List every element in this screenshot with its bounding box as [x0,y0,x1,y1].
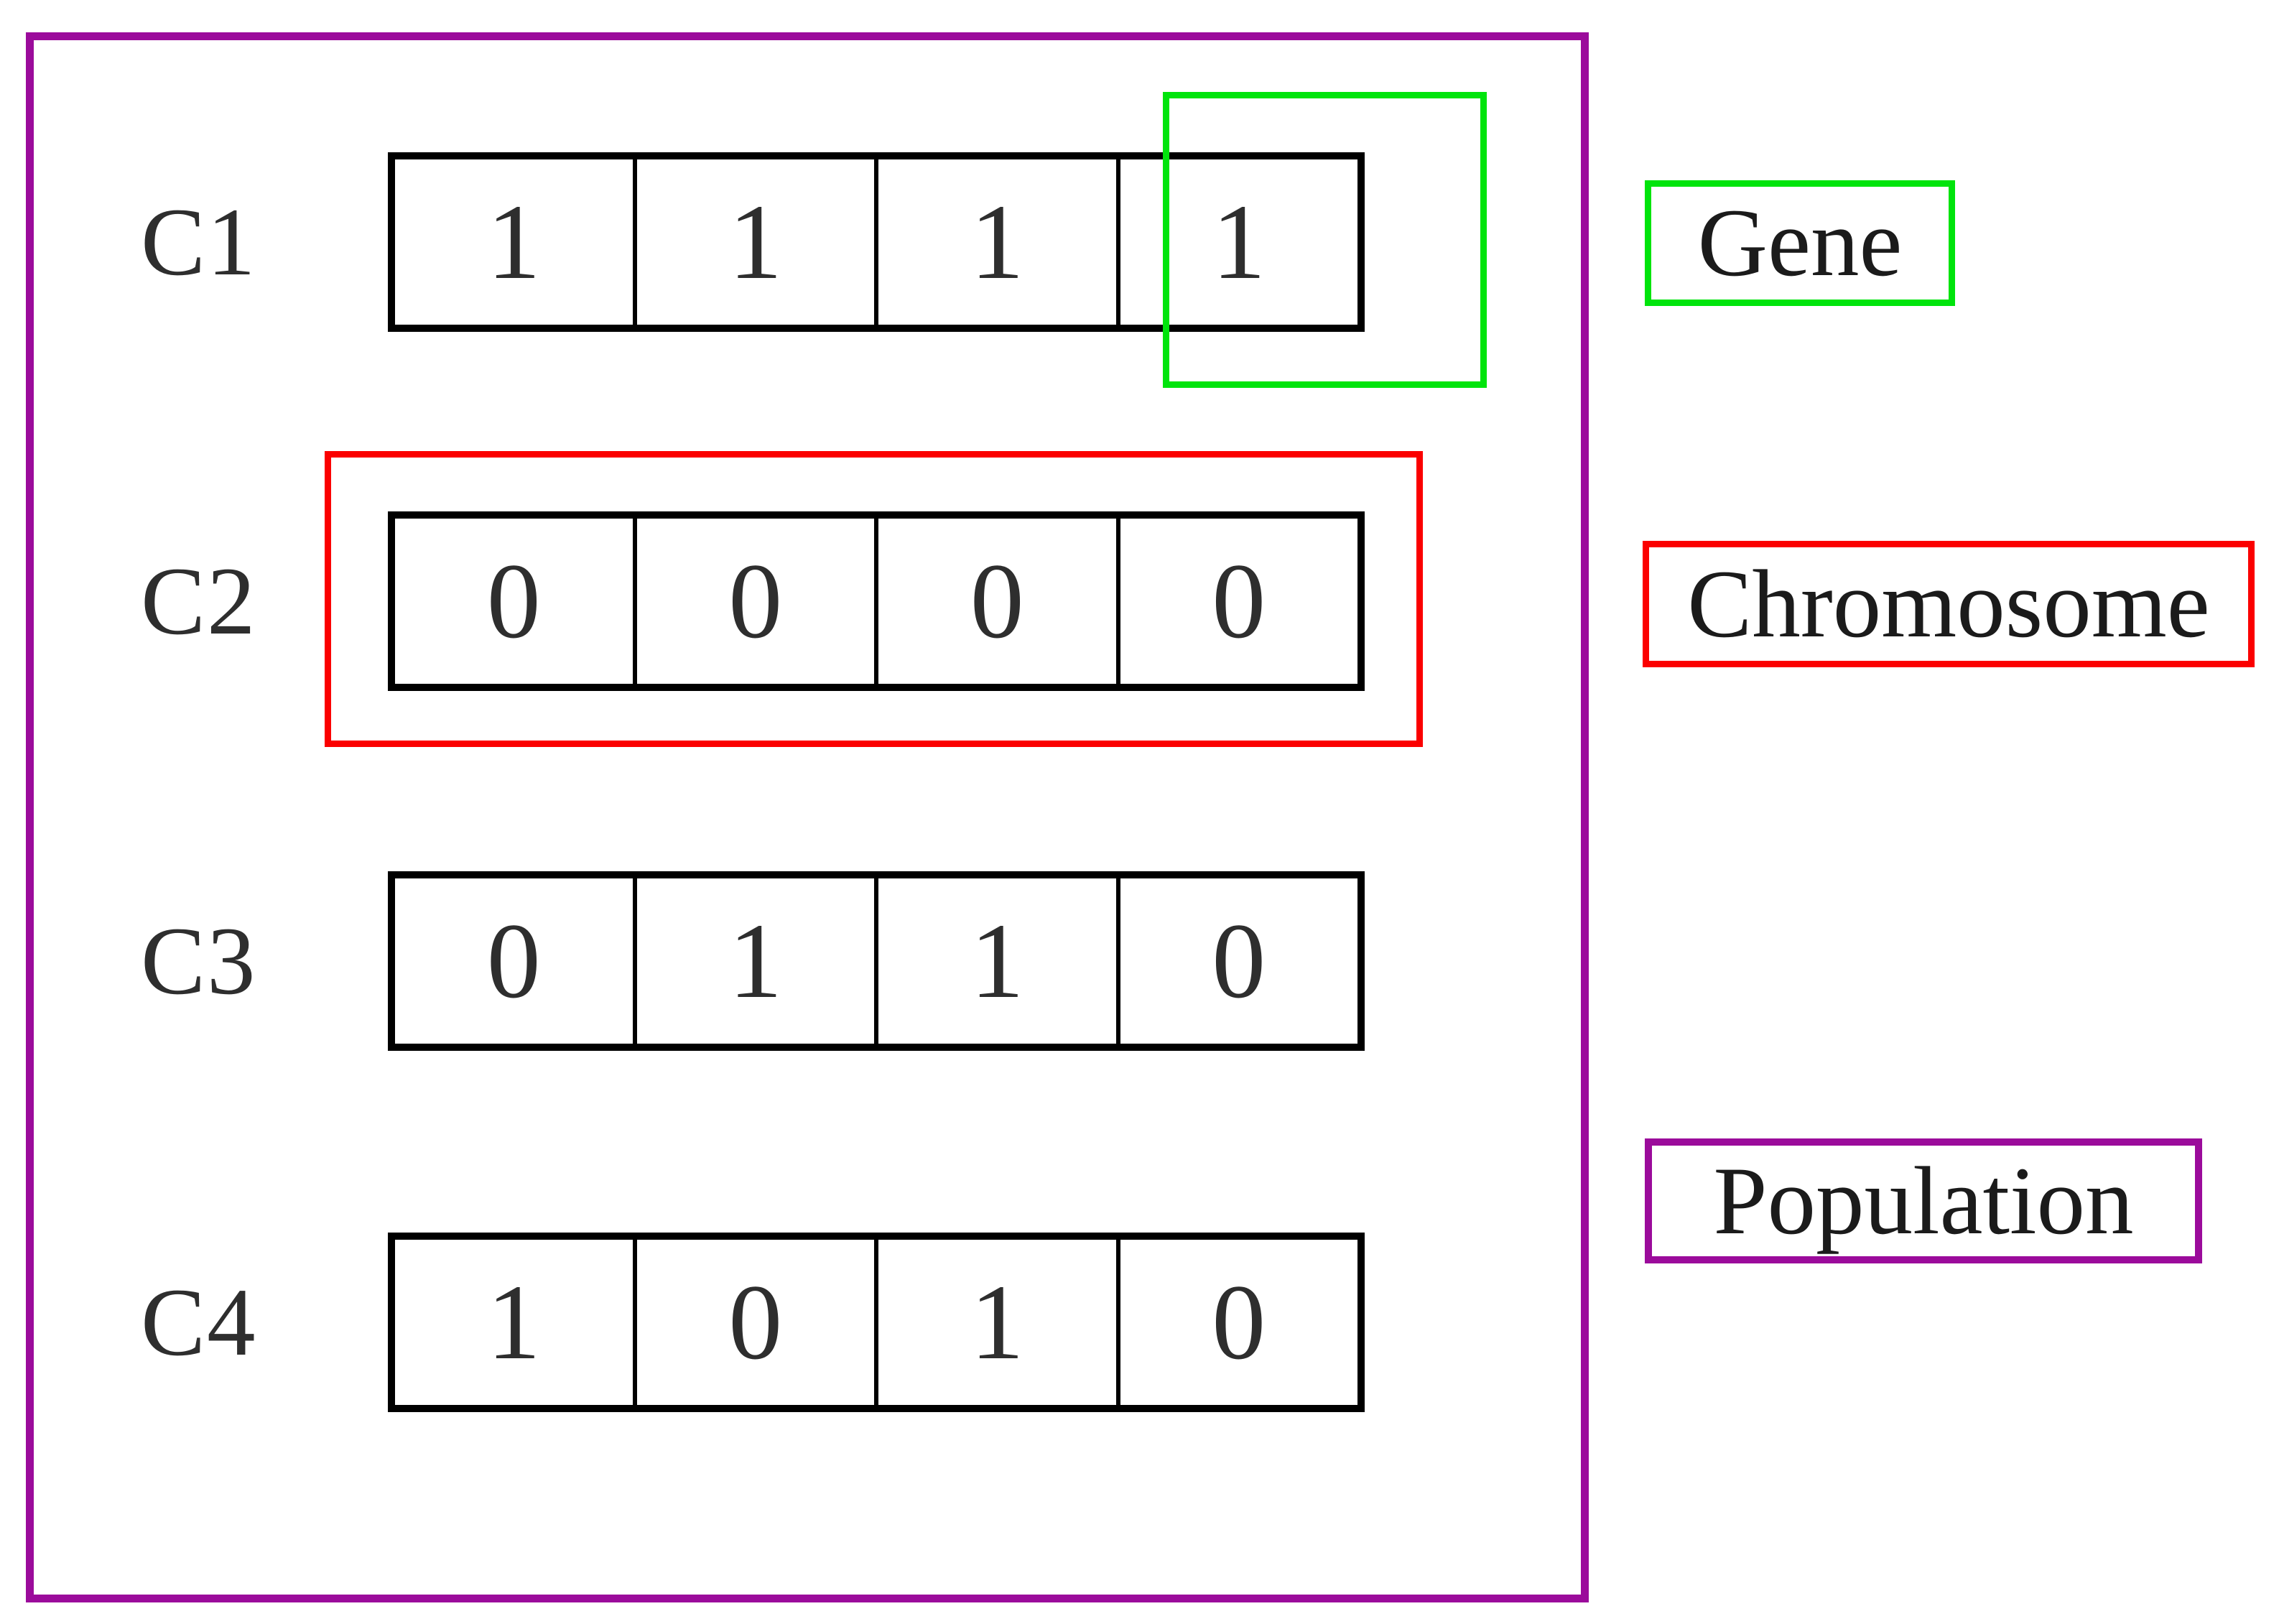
chromosome-row-c3: 0 1 1 0 [388,871,1365,1051]
gene-cell: 1 [874,1240,1116,1405]
gene-cell: 0 [632,1240,875,1405]
population-box [26,32,1589,1602]
gene-cell: 1 [395,159,633,325]
row-label-c2: C2 [141,547,257,655]
gene-value: 0 [728,542,783,661]
chromosome-row-c1: 1 1 1 1 [388,152,1365,332]
gene-value: 1 [728,182,783,302]
chromosome-row-c2: 0 0 0 0 [388,511,1365,691]
gene-cell: 0 [1115,519,1358,684]
gene-cell: 1 [632,159,875,325]
gene-value: 1 [728,901,783,1021]
gene-value: 0 [728,1263,783,1382]
gene-value: 1 [970,1263,1024,1382]
legend-chromosome-label: Chromosome [1687,550,2210,658]
legend-population-label: Population [1713,1147,2134,1255]
gene-value: 1 [486,1263,541,1382]
gene-value: 0 [1212,901,1266,1021]
gene-cell: 0 [632,519,875,684]
gene-cell: 0 [874,519,1116,684]
gene-cell: 0 [395,519,633,684]
gene-value: 0 [486,901,541,1021]
chromosome-highlight-box [325,451,1423,747]
row-label-c1: C1 [141,188,257,296]
gene-value: 1 [970,901,1024,1021]
gene-highlight-box [1163,92,1487,388]
legend-chromosome-box: Chromosome [1643,541,2255,667]
gene-cell: 1 [395,1240,633,1405]
gene-cell: 1 [632,878,875,1044]
gene-value: 0 [970,542,1024,661]
gene-cell: 1 [1115,159,1358,325]
gene-value: 1 [1212,182,1266,302]
chromosome-row-c4: 1 0 1 0 [388,1233,1365,1412]
gene-cell: 0 [1115,1240,1358,1405]
gene-cell: 0 [395,878,633,1044]
gene-value: 1 [970,182,1024,302]
gene-cell: 1 [874,159,1116,325]
row-label-c4: C4 [141,1268,257,1376]
gene-value: 0 [1212,1263,1266,1382]
legend-population-box: Population [1645,1138,2202,1263]
legend-gene-label: Gene [1697,190,1903,297]
gene-value: 0 [486,542,541,661]
gene-value: 0 [1212,542,1266,661]
gene-cell: 0 [1115,878,1358,1044]
gene-value: 1 [486,182,541,302]
row-label-c3: C3 [141,907,257,1015]
gene-cell: 1 [874,878,1116,1044]
legend-gene-box: Gene [1645,180,1955,306]
